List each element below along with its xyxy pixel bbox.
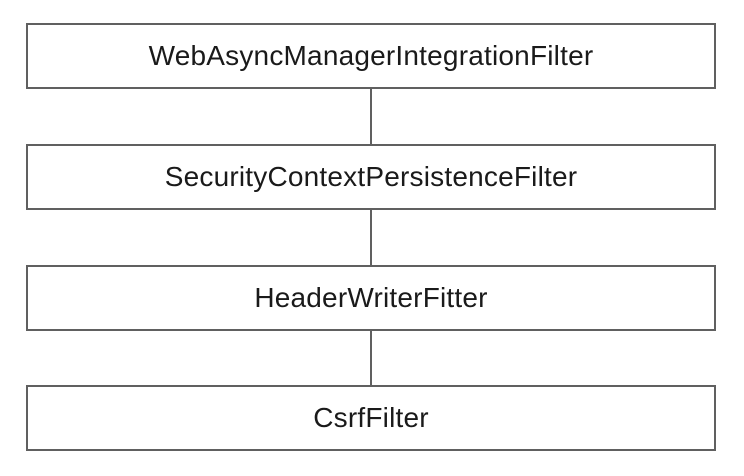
diagram-node-securitycontextpersistencefilter: SecurityContextPersistenceFilter: [26, 144, 716, 210]
node-label: HeaderWriterFitter: [254, 282, 488, 313]
diagram-node-webasyncmanagerintegrationfilter: WebAsyncManagerIntegrationFilter: [26, 23, 716, 89]
connector-line-3: [370, 329, 372, 388]
diagram-node-csrffilter: CsrfFilter: [26, 385, 716, 451]
node-label: SecurityContextPersistenceFilter: [164, 161, 578, 192]
node-label: WebAsyncManagerIntegrationFilter: [148, 40, 594, 71]
node-label: CsrfFilter: [313, 402, 429, 433]
connector-line-2: [370, 208, 372, 268]
diagram-node-headerwriterfitter: HeaderWriterFitter: [26, 265, 716, 331]
connector-line-1: [370, 87, 372, 147]
